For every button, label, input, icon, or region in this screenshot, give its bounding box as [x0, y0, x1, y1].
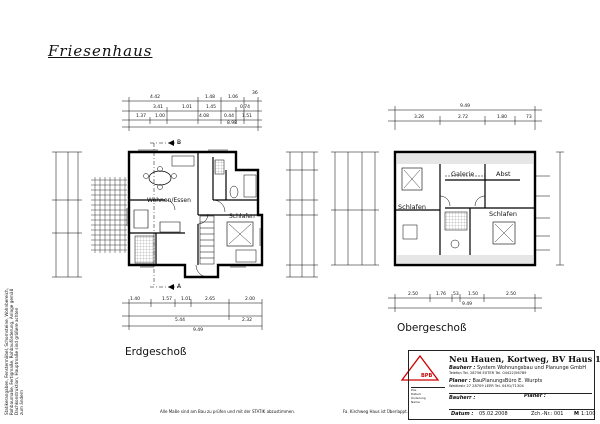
room-label-abst: Abst: [496, 170, 511, 178]
dim-eg-bot-1e: 2.00: [245, 297, 256, 302]
dim-eg-top-2a: 3.41: [153, 105, 164, 110]
stamp-row: Pos.: [411, 388, 418, 392]
dim-eg-top-1c: 1.06: [228, 95, 239, 100]
scale-value: 1:100: [581, 411, 596, 417]
project-title: Neu Hauen, Kortweg, BV Haus 1: [449, 354, 600, 364]
upper-floor-label: Obergeschoß: [397, 322, 467, 334]
dim-eg-bot-1b: 1.57: [162, 297, 173, 302]
dim-eg-top-2b: 1.01: [182, 105, 193, 110]
dim-eg-bot-2a: 5.44: [175, 318, 186, 323]
dim-og-top-2a: 3.26: [414, 115, 425, 120]
room-label-schlafen-og-left: Schlafen: [398, 203, 427, 211]
dim-og-bot-1a: 2.50: [408, 292, 419, 297]
dim-og-bot-1b: 1.76: [436, 292, 447, 297]
dim-eg-bot-1c: 1.01: [181, 297, 192, 302]
dim-og-bot-1d: 1.50: [468, 292, 479, 297]
scale-label: M: [574, 411, 579, 417]
bauherr2-label: Bauherr :: [449, 395, 476, 401]
date-row: Datum : 05.02.2008 Zch.-Nr.: 001 M 1:100: [449, 409, 596, 419]
planer2-label: Planer :: [524, 393, 546, 399]
ground-floor-plan: [52, 97, 318, 330]
dim-eg-top-1a: 4.42: [150, 95, 161, 100]
bauherr-label: Bauherr :: [449, 365, 476, 371]
dim-eg-top-3c: 4.08: [199, 114, 210, 119]
revision-stamp: Pos. Datum Änderung Name: [411, 387, 445, 418]
room-label-schlafen-og-right: Schlafen: [489, 210, 518, 218]
dim-eg-top-3a: 1.37: [136, 114, 147, 119]
side-notes: Statikerangaben, Fenstermöbel, Schornste…: [4, 265, 24, 415]
terrace-hatch: [91, 177, 127, 253]
dim-eg-top-1b: 1.48: [205, 95, 216, 100]
drawing-title: Friesenhaus: [48, 42, 153, 60]
dim-eg-bot-1a: 1.40: [130, 297, 141, 302]
title-block: BPB Pos. Datum Änderung Name Neu Hauen, …: [408, 350, 600, 420]
planer-contact: Wattlestr 27 28709 LEER Tel. 0491/71304: [449, 384, 524, 388]
bauherr-name: System Wohnungsbau und Planunge GmbH: [476, 365, 586, 371]
dim-og-top-2c: 1.80: [497, 115, 508, 120]
upper-floor-plan: [331, 106, 564, 312]
datum-value: 05.02.2008: [479, 411, 508, 417]
side-note: zum ändern: [19, 389, 24, 415]
planer-label: Planer :: [449, 378, 471, 384]
dim-og-top-2d: 73: [526, 115, 532, 120]
dim-eg-bot-1d: 2.65: [205, 297, 216, 302]
stamp-row: Änderung: [411, 396, 426, 400]
stamp-row: Datum: [411, 392, 422, 396]
dim-eg-top-3d: 0.44: [224, 114, 235, 119]
dim-og-bot-1e: 2.50: [506, 292, 517, 297]
section-mark-a: A: [177, 283, 182, 290]
dim-eg-top-1d: 36: [252, 91, 258, 96]
dim-eg-bot-total: 9.49: [193, 328, 204, 333]
dim-eg-top-2c: 1.45: [206, 105, 217, 110]
room-label-galerie: Galerie: [451, 170, 475, 178]
drawing-number: Zch.-Nr.: 001: [531, 411, 564, 417]
dim-og-bot-1c: 53: [453, 292, 459, 297]
dim-eg-top-3e: 1.51: [242, 114, 253, 119]
dim-og-bot-total: 9.49: [462, 302, 473, 307]
room-label-wohnen: Wohnen/Essen: [147, 197, 191, 204]
dim-eg-top-3b: 1.00: [155, 114, 166, 119]
planer-name: BauPlanungsBüro E. Wurpts: [472, 378, 543, 384]
dim-eg-top-total: 8.98: [227, 121, 238, 126]
stamp-row: Name: [411, 400, 420, 404]
company-logo: BPB: [411, 355, 445, 385]
footnote-right: Fa. Kirchweg Haus ist Überlappt.: [343, 409, 408, 414]
dim-og-top-2b: 2.72: [458, 115, 469, 120]
dim-og-top-total: 9.49: [460, 104, 471, 109]
dim-eg-bot-2b: 2.32: [242, 318, 253, 323]
datum-label: Datum :: [451, 411, 474, 417]
room-label-schlafen-eg: Schlafen: [229, 213, 255, 220]
footnote-left: Alle Maße sind am Bau zu prüfen und mit …: [160, 409, 296, 414]
ground-floor-label: Erdgeschoß: [125, 346, 187, 358]
logo-text: BPB: [421, 373, 433, 379]
dim-eg-top-2d: 0.74: [240, 105, 251, 110]
section-mark-b: B: [177, 139, 182, 146]
bauherr-contact: Telefon Tel. 28756 EXTER Tel. 04422/5678…: [449, 371, 527, 375]
